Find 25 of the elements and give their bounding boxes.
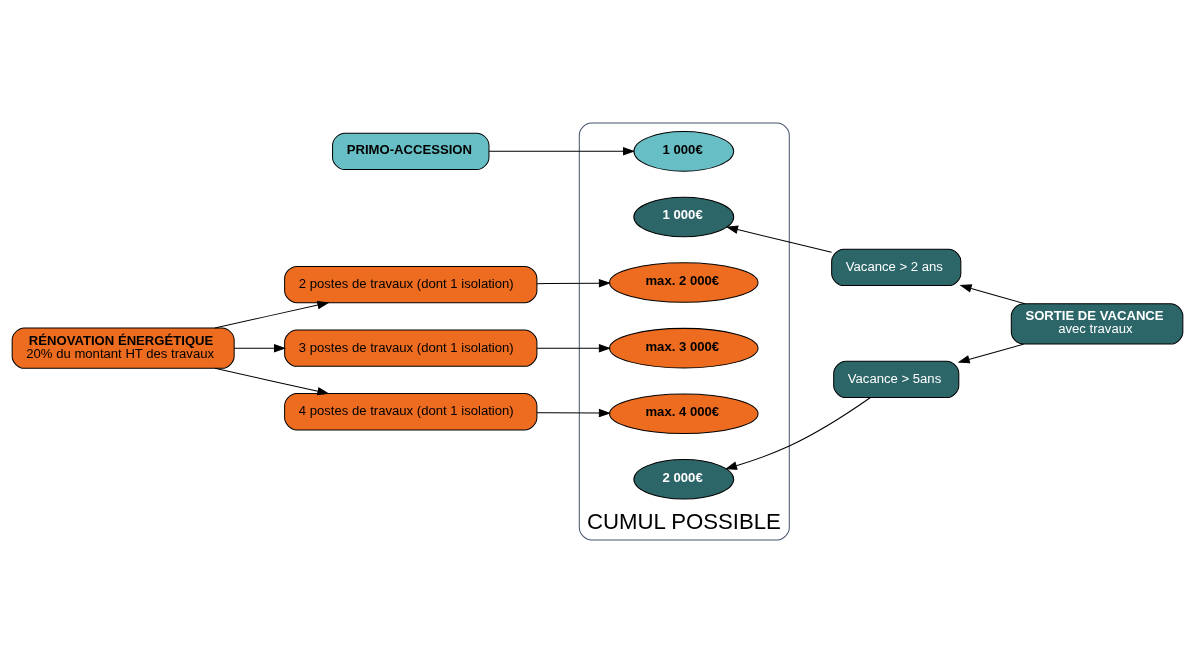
node-ellipse: 1 000€ bbox=[633, 196, 735, 237]
node-box: 2 postes de travaux (dont 1 isolation) bbox=[284, 265, 538, 303]
node-box: Vacance > 2 ans bbox=[831, 248, 962, 286]
arrow bbox=[214, 367, 330, 395]
node-box: 4 postes de travaux (dont 1 isolation) bbox=[284, 392, 538, 430]
node-ellipse: max. 3 000€ bbox=[609, 327, 759, 368]
node-box: PRIMO-ACCESSION bbox=[332, 132, 490, 170]
node-ellipse: 2 000€ bbox=[633, 458, 735, 500]
arrow bbox=[488, 146, 636, 156]
arrow bbox=[957, 343, 1024, 363]
arrow bbox=[536, 278, 611, 287]
arrow bbox=[536, 408, 611, 417]
node-ellipse: max. 4 000€ bbox=[609, 392, 759, 434]
arrow bbox=[725, 225, 833, 253]
arrow bbox=[233, 343, 287, 352]
arrow bbox=[536, 343, 611, 352]
node-box: SORTIE DE VACANCE avec travaux bbox=[1010, 302, 1184, 345]
node-ellipse: 1 000€ bbox=[633, 130, 735, 172]
arrow bbox=[214, 300, 330, 328]
node-ellipse: max. 2 000€ bbox=[609, 261, 759, 303]
arrow bbox=[724, 396, 871, 470]
node-box: RÉNOVATION ÉNERGÉTIQUE 20% du montant HT des travaux bbox=[11, 326, 235, 369]
arrow bbox=[959, 283, 1026, 304]
node-box: Vacance > 5ans bbox=[833, 360, 960, 398]
node-box: 3 postes de travaux (dont 1 isolation) bbox=[284, 329, 538, 367]
